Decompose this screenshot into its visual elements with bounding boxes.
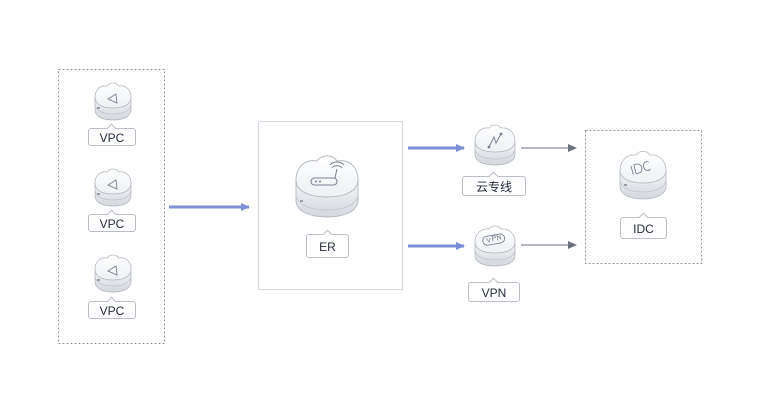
idc-group-box	[585, 130, 702, 264]
vpn-label: VPN	[468, 282, 520, 302]
idc-datacenter-icon	[619, 150, 667, 200]
vpc-group-box	[58, 69, 165, 344]
vpc-label: VPC	[88, 128, 136, 146]
vpc-label: VPC	[88, 214, 136, 232]
vpc-label: VPC	[88, 301, 136, 319]
vpc-cloud-icon	[94, 168, 132, 207]
vpn-gateway-icon	[474, 225, 516, 267]
idc-label: IDC	[620, 217, 667, 239]
vpc-cloud-icon	[94, 82, 132, 121]
er-label: ER	[306, 234, 349, 258]
vpc-cloud-icon	[94, 254, 132, 293]
direct-connect-label: 云专线	[462, 176, 526, 196]
enterprise-router-icon	[295, 155, 359, 218]
direct-connect-icon	[474, 124, 516, 166]
